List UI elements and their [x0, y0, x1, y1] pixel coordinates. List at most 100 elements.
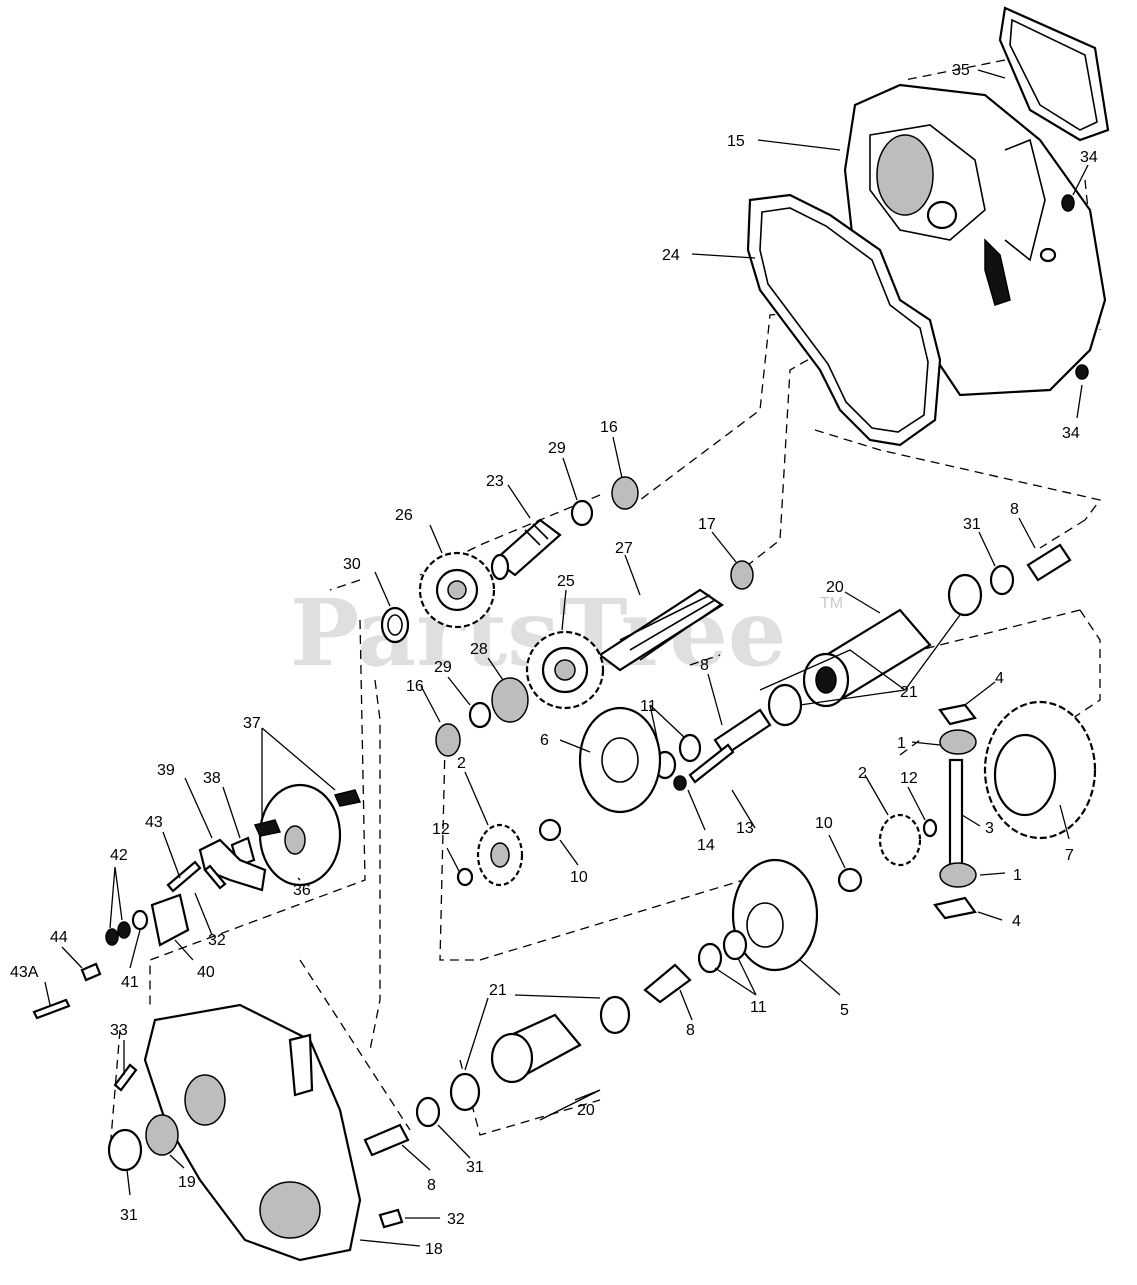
label-29-top: 29	[548, 440, 566, 457]
part-31-seal-housing	[107, 1128, 143, 1172]
part-37-block-lower	[253, 819, 282, 837]
label-5: 5	[840, 1002, 849, 1019]
part-20-axle-tube-upper	[802, 608, 932, 708]
part-37-block-upper	[333, 789, 362, 807]
part-33-screw	[113, 1063, 138, 1092]
part-31-seal-upper	[989, 564, 1015, 596]
part-5-end-plate	[731, 858, 819, 972]
label-8-lower: 8	[686, 1022, 695, 1039]
label-16-lower: 16	[406, 678, 424, 695]
label-18: 18	[425, 1241, 443, 1258]
assembly-guide-lines	[109, 59, 1102, 1151]
part-10-spacer-right	[837, 867, 863, 893]
label-31-upper: 31	[963, 516, 981, 533]
part-19-bearing	[145, 1114, 179, 1156]
label-31-lower: 31	[466, 1159, 484, 1176]
part-40-plate	[150, 893, 190, 947]
label-39: 39	[157, 762, 175, 779]
label-23: 23	[486, 473, 504, 490]
label-10-right: 10	[815, 815, 833, 832]
label-12-right: 12	[900, 770, 918, 787]
label-2-left: 2	[457, 755, 466, 772]
label-31-housing: 31	[120, 1207, 138, 1224]
callout-labels: 35 15 34 24 34 16 29 23 26 17 31 8 30 27…	[10, 62, 1098, 1258]
label-7: 7	[1065, 847, 1074, 864]
label-16-top: 16	[600, 419, 618, 436]
label-21-lower: 21	[489, 982, 507, 999]
part-7-ring-gear	[983, 700, 1097, 840]
part-6-hub-plate	[578, 706, 662, 814]
label-29-lower: 29	[434, 659, 452, 676]
label-8-center: 8	[700, 657, 709, 674]
part-44-spacer	[80, 962, 102, 982]
part-24-housing-gasket	[746, 193, 942, 447]
label-44: 44	[50, 929, 68, 946]
label-32-upper: 32	[208, 932, 226, 949]
part-8-spline-lower	[643, 963, 692, 1004]
part-4-block-top	[938, 703, 977, 726]
part-1-pinion-top	[939, 729, 977, 755]
label-43: 43	[145, 814, 163, 831]
label-36: 36	[293, 882, 311, 899]
label-33: 33	[110, 1022, 128, 1039]
part-12-retainer-left	[456, 867, 474, 887]
label-19: 19	[178, 1174, 196, 1191]
label-34-lower: 34	[1062, 425, 1080, 442]
label-17: 17	[698, 516, 716, 533]
label-13: 13	[736, 820, 754, 837]
label-15: 15	[727, 133, 745, 150]
label-20-upper: 20	[826, 579, 844, 596]
part-21-bushing-lower-a	[599, 995, 631, 1035]
part-11-washer-c	[697, 942, 723, 974]
label-11-lower: 11	[750, 999, 767, 1016]
part-14-nut	[673, 775, 687, 791]
part-31-seal-lower	[415, 1096, 441, 1128]
label-4-top: 4	[995, 670, 1004, 687]
label-6: 6	[540, 732, 549, 749]
label-24: 24	[662, 247, 680, 264]
label-37: 37	[243, 715, 261, 732]
part-42-nut-a	[105, 928, 119, 946]
part-13-bolt	[688, 743, 735, 784]
part-36-disc	[258, 783, 342, 887]
label-25: 25	[557, 573, 575, 590]
part-30-washer	[380, 606, 410, 644]
label-28: 28	[470, 641, 488, 658]
part-2-bevel-gear-right	[878, 813, 922, 867]
label-27: 27	[615, 540, 633, 557]
part-3-cross-shaft	[948, 758, 964, 872]
label-34-upper: 34	[1080, 149, 1098, 166]
label-21-upper: 21	[900, 684, 918, 701]
label-3: 3	[985, 820, 994, 837]
part-11-washer-b	[678, 733, 702, 763]
label-2-right: 2	[858, 765, 867, 782]
part-21-bushing-lower	[767, 683, 803, 727]
part-29-washer-lower	[468, 701, 492, 729]
part-41-washer	[131, 909, 149, 931]
part-20-axle-tube-lower	[490, 1013, 582, 1084]
part-11-washer-d	[722, 929, 748, 961]
part-43-bolt	[166, 860, 202, 893]
part-30-washer-hole	[387, 614, 403, 636]
part-32-pin-upper	[203, 864, 227, 890]
label-8-upper: 8	[1010, 501, 1019, 518]
label-8-housing: 8	[427, 1177, 436, 1194]
label-42: 42	[110, 847, 128, 864]
label-41: 41	[121, 974, 139, 991]
label-32-lower: 32	[447, 1211, 465, 1228]
label-14: 14	[697, 837, 715, 854]
label-1-top: 1	[897, 735, 906, 752]
part-27-spline-shaft	[598, 588, 724, 672]
part-16-bearing-lower	[435, 723, 461, 757]
label-10-left: 10	[570, 869, 588, 886]
part-42-nut-b	[117, 921, 131, 939]
part-43A-pin	[32, 998, 71, 1020]
part-34-plug-upper	[1061, 194, 1075, 212]
part-18-lower-housing	[143, 1003, 362, 1262]
part-16-bearing-top	[611, 476, 639, 510]
label-38: 38	[203, 770, 221, 787]
part-8-pin-upper	[1026, 543, 1072, 582]
part-25-gear	[525, 630, 605, 710]
